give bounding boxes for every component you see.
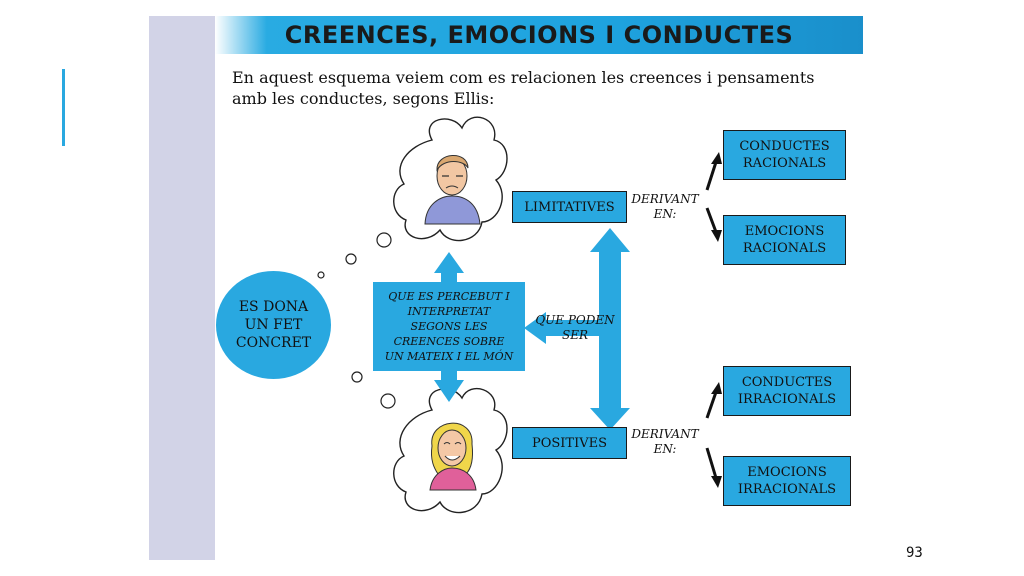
rational-emotions-box: EMOCIONS RACIONALS: [723, 215, 846, 265]
fact-line-1: ES DONA: [238, 299, 309, 315]
deriving-bottom-label: DERIVANT EN:: [628, 427, 702, 457]
rational-emotions-line-2: RACIONALS: [742, 241, 827, 256]
page-number: 93: [906, 545, 923, 561]
irrational-behaviours-line-1: CONDUCTES: [741, 375, 833, 390]
intro-line-1: En aquest esquema veiem com es relacione…: [232, 68, 815, 87]
positives-label: POSITIVES: [531, 435, 608, 451]
deriving-bottom-line-2: EN:: [653, 442, 677, 456]
thought-dots: [317, 232, 396, 409]
limitatives-box: LIMITATIVES: [512, 191, 627, 223]
deriving-top-label: DERIVANT EN:: [628, 192, 702, 222]
irrational-behaviours-box: CONDUCTES IRRACIONALS: [723, 366, 851, 416]
side-panel: [149, 16, 215, 560]
interpretation-line-2: INTERPRETAT: [407, 305, 491, 318]
can-be-line-2: SER: [561, 328, 588, 342]
fact-line-2: UN FET: [244, 317, 303, 333]
intro-line-2: amb les conductes, segons Ellis:: [232, 89, 495, 108]
positives-box: POSITIVES: [512, 427, 627, 459]
rational-behaviours-line-2: RACIONALS: [742, 156, 827, 171]
rational-behaviours-line-1: CONDUCTES: [739, 139, 830, 154]
fact-line-3: CONCRET: [235, 335, 312, 351]
interpretation-line-1: QUE ES PERCEBUT I: [388, 290, 510, 303]
split-arrows: [524, 228, 630, 430]
page-title: CREENCES, EMOCIONS I CONDUCTES: [284, 21, 794, 49]
can-be-line-1: QUE PODEN: [535, 313, 615, 327]
irrational-behaviours-line-2: IRRACIONALS: [737, 392, 837, 407]
intro-text: En aquest esquema veiem com es relacione…: [232, 67, 852, 109]
interpretation-line-5: UN MATEIX I EL MÓN: [384, 350, 514, 363]
cloud-bottom: [393, 387, 508, 514]
can-be-label: QUE PODEN SER: [532, 313, 618, 343]
interpretation-box: QUE ES PERCEBUT I INTERPRETAT SEGONS LES…: [373, 282, 525, 371]
deriving-bottom-line-1: DERIVANT: [631, 427, 699, 441]
rational-behaviours-box: CONDUCTES RACIONALS: [723, 130, 846, 180]
fact-ellipse: ES DONA UN FET CONCRET: [216, 271, 331, 379]
outcome-arrows: [705, 152, 722, 488]
deriving-top-line-2: EN:: [653, 207, 677, 221]
accent-line: [62, 69, 65, 146]
irrational-emotions-line-2: IRRACIONALS: [737, 482, 837, 497]
limitatives-label: LIMITATIVES: [524, 199, 615, 215]
irrational-emotions-line-1: EMOCIONS: [747, 465, 827, 480]
cloud-top: [393, 116, 508, 242]
irrational-emotions-box: EMOCIONS IRRACIONALS: [723, 456, 851, 506]
interpretation-line-4: CREENCES SOBRE: [393, 335, 505, 348]
center-arrows: [434, 252, 464, 402]
interpretation-line-3: SEGONS LES: [410, 320, 488, 333]
deriving-top-line-1: DERIVANT: [631, 192, 699, 206]
rational-emotions-line-1: EMOCIONS: [744, 224, 825, 239]
title-bar: CREENCES, EMOCIONS I CONDUCTES: [215, 16, 863, 54]
